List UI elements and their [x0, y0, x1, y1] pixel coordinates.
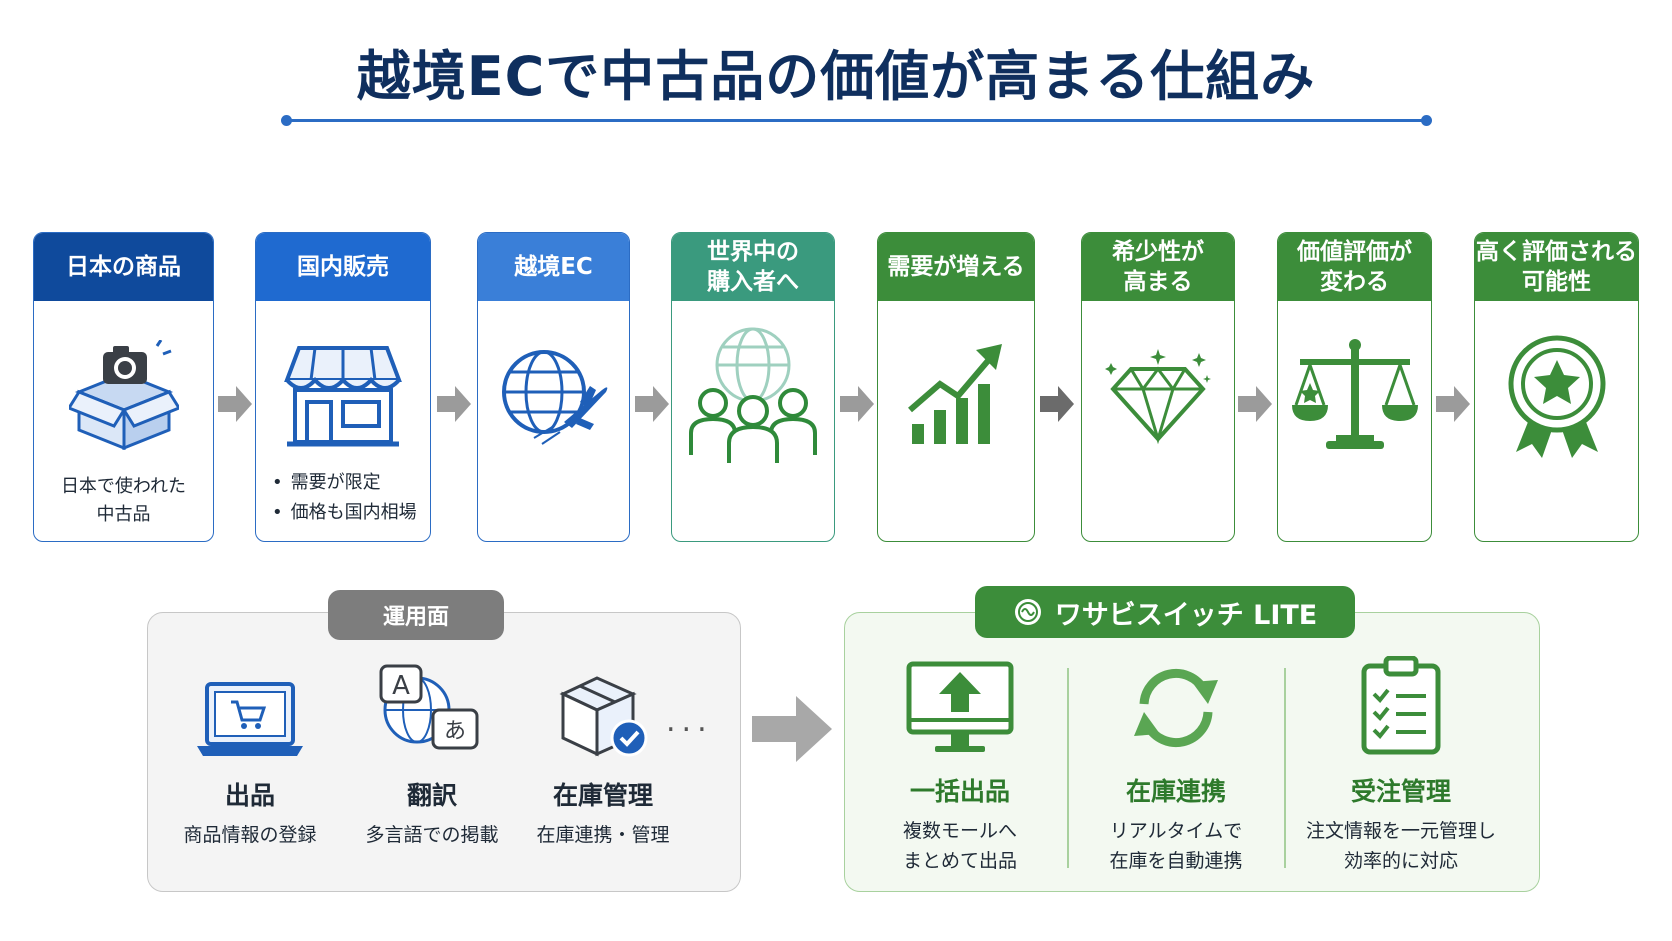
step-label: 高く評価される 可能性: [1475, 233, 1638, 301]
solution-title: 在庫連携: [1125, 777, 1226, 806]
sync-icon: [1093, 656, 1259, 756]
flow-arrow-icon: [218, 386, 252, 422]
laptop-cart-icon: [180, 660, 320, 760]
flow-arrow-icon: [1238, 386, 1272, 422]
solution-tag-label: ワサビスイッチ LITE: [1054, 599, 1318, 631]
operation-item-translation: A あ 翻訳 多言語での掲載: [352, 660, 512, 850]
flow-arrow-icon: [840, 386, 874, 422]
step-card-value-change: 価値評価が 変わる: [1277, 232, 1432, 542]
operation-subtitle: 多言語での掲載: [365, 824, 499, 846]
flow-arrow-icon: [1436, 386, 1470, 422]
step-label: 国内販売: [256, 233, 430, 301]
flow-arrow-icon: [635, 386, 669, 422]
growth-chart-icon: [878, 325, 1034, 465]
step-card-demand-increase: 需要が増える: [877, 232, 1035, 542]
solution-item-order-management: 受注管理 注文情報を一元管理し 効率的に対応: [1296, 656, 1506, 876]
step-label: 希少性が 高まる: [1082, 233, 1234, 301]
clipboard-check-icon: [1296, 656, 1506, 756]
solution-item-inventory-sync: 在庫連携 リアルタイムで 在庫を自動連携: [1093, 656, 1259, 876]
big-arrow-icon: [752, 696, 832, 762]
solution-item-bulk-listing: 一括出品 複数モールへ まとめて出品: [880, 656, 1040, 876]
step-label: 需要が増える: [878, 233, 1034, 301]
operation-subtitle: 商品情報の登録: [183, 824, 317, 846]
step-card-high-valuation: 高く評価される 可能性: [1474, 232, 1639, 542]
step-card-scarcity: 希少性が 高まる: [1081, 232, 1235, 542]
wasabi-logo-icon: [1014, 599, 1041, 625]
divider: [1067, 668, 1069, 868]
global-people-icon: [672, 325, 834, 465]
list-item: 需要が限定: [272, 468, 417, 498]
operation-title: 在庫管理: [552, 781, 653, 810]
operation-item-listing: 出品 商品情報の登録: [180, 660, 320, 850]
step-card-cross-border-ec: 越境EC: [477, 232, 630, 542]
svg-text:あ: あ: [444, 719, 466, 744]
step-description-list: 需要が限定 価格も国内相場: [272, 468, 417, 528]
box-check-icon: [528, 660, 678, 760]
diamond-icon: [1082, 325, 1234, 465]
svg-text:A: A: [392, 671, 410, 701]
more-ellipsis: ...: [666, 704, 713, 739]
flow-arrow-icon: [437, 386, 471, 422]
list-item: 価格も国内相場: [272, 498, 417, 528]
step-card-global-buyers: 世界中の 購入者へ: [671, 232, 835, 542]
solution-subtitle: 注文情報を一元管理し 効率的に対応: [1305, 820, 1496, 872]
award-badge-icon: [1475, 325, 1638, 465]
operation-item-inventory: 在庫管理 在庫連携・管理: [528, 660, 678, 850]
step-label: 価値評価が 変わる: [1278, 233, 1431, 301]
step-label: 越境EC: [478, 233, 629, 301]
operation-title: 出品: [224, 781, 275, 810]
operations-tag: 運用面: [328, 590, 504, 640]
operation-subtitle: 在庫連携・管理: [536, 824, 670, 846]
monitor-upload-icon: [880, 656, 1040, 756]
operation-title: 翻訳: [406, 781, 457, 810]
title-underline: [286, 119, 1426, 122]
step-description: 日本で使われた 中古品: [60, 476, 187, 525]
step-label: 世界中の 購入者へ: [672, 233, 834, 301]
solution-title: 一括出品: [909, 777, 1010, 806]
store-icon: [256, 325, 430, 465]
solution-title: 受注管理: [1350, 777, 1451, 806]
translate-icon: A あ: [352, 660, 512, 760]
step-card-domestic-sales: 国内販売 需要が限定 価格も国内相場: [255, 232, 431, 542]
underline-dot-left: [281, 115, 292, 126]
solution-subtitle: 複数モールへ まとめて出品: [902, 820, 1017, 872]
globe-plane-icon: [478, 325, 629, 465]
solution-subtitle: リアルタイムで 在庫を自動連携: [1109, 820, 1243, 872]
page-title: 越境ECで中古品の価値が高まる仕組み: [356, 45, 1316, 108]
solution-tag: ワサビスイッチ LITE: [975, 586, 1355, 638]
step-label: 日本の商品: [34, 233, 213, 301]
underline-dot-right: [1421, 115, 1432, 126]
step-card-japan-product: 日本の商品 日本で使われた 中古品: [33, 232, 214, 542]
flow-arrow-icon: [1040, 386, 1074, 422]
divider: [1284, 668, 1286, 868]
camera-box-icon: [34, 325, 213, 465]
scale-icon: [1278, 325, 1431, 465]
